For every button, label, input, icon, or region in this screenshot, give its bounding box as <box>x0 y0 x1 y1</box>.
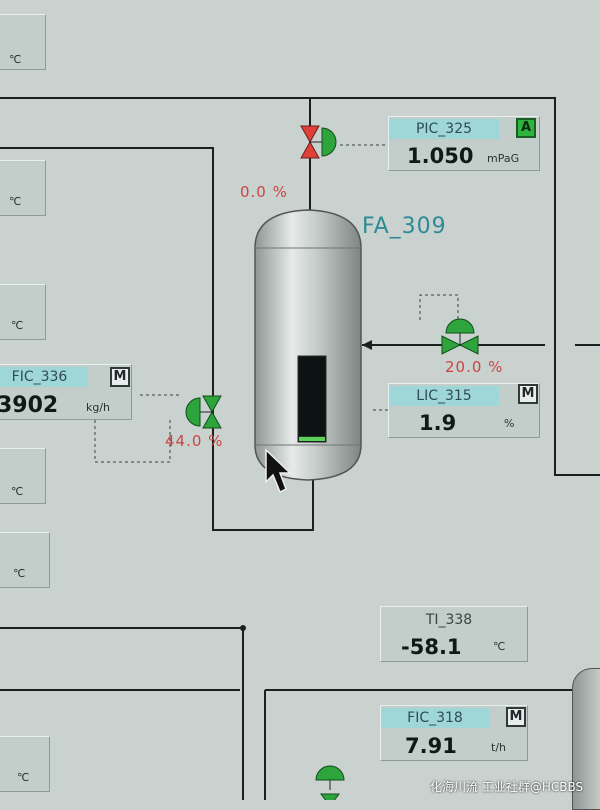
pic-325-mode-button[interactable]: A <box>516 118 536 138</box>
pic-325-unit: mPaG <box>487 152 520 165</box>
lic-315-tag: LIC_315 <box>389 386 499 406</box>
fic-318-faceplate[interactable]: FIC_318 7.91 t/h <box>380 705 528 761</box>
left-temp-box-6[interactable]: ℃ <box>0 736 50 792</box>
fic-336-tag: FIC_336 <box>0 367 88 387</box>
pic-325-faceplate[interactable]: PIC_325 1.050 mPaG <box>388 116 540 171</box>
fic-318-mode-button[interactable]: M <box>506 707 526 727</box>
fic-336-mode-button[interactable]: M <box>110 367 130 387</box>
valve-left-opening: 44.0 % <box>165 432 224 450</box>
lic-315-mode-button[interactable]: M <box>518 384 538 404</box>
pic-325-tag: PIC_325 <box>389 119 499 139</box>
ti-338-unit: ℃ <box>493 640 506 653</box>
fic-336-unit: kg/h <box>86 401 111 414</box>
ti-338-value: -58.1 <box>401 635 462 659</box>
lic-315-value: 1.9 <box>419 411 457 435</box>
left-temp-box-2[interactable]: ℃ <box>0 160 46 216</box>
valve-bottom <box>315 765 345 800</box>
ti-338-faceplate[interactable]: TI_338 -58.1 ℃ <box>380 606 528 662</box>
left-temp-unit-4: ℃ <box>11 485 24 498</box>
valve-right-opening: 20.0 % <box>445 358 504 376</box>
left-temp-box-1[interactable]: ℃ <box>0 14 46 70</box>
left-temp-unit-5: ℃ <box>13 567 26 580</box>
valve-left <box>185 395 222 429</box>
pic-325-value: 1.050 <box>407 144 474 168</box>
mouse-cursor <box>265 448 292 494</box>
fic-318-value: 7.91 <box>405 734 457 758</box>
pipes <box>0 97 600 800</box>
level-gauge <box>297 355 327 443</box>
pipe-junction <box>240 625 246 631</box>
left-temp-unit-3: ℃ <box>11 319 24 332</box>
signal-lines <box>94 144 459 463</box>
lic-315-faceplate[interactable]: LIC_315 1.9 % <box>388 383 540 438</box>
left-temp-unit-2: ℃ <box>9 195 22 208</box>
flow-arrow <box>362 340 372 350</box>
left-temp-box-4[interactable]: ℃ <box>0 448 46 504</box>
fic-336-value: 3902 <box>0 393 59 418</box>
vessel-name: FA_309 <box>362 214 447 239</box>
level-fill <box>299 436 325 441</box>
valve-top <box>300 125 337 159</box>
lic-315-unit: % <box>504 417 515 430</box>
fic-318-tag: FIC_318 <box>381 708 489 728</box>
left-temp-box-5[interactable]: ℃ <box>0 532 50 588</box>
fic-318-unit: t/h <box>491 741 506 754</box>
left-temp-unit-6: ℃ <box>17 771 30 784</box>
left-temp-unit-1: ℃ <box>9 53 22 66</box>
left-temp-box-3[interactable]: ℃ <box>0 284 46 340</box>
valve-right <box>441 318 479 355</box>
watermark: 化海川流·工业社群@HCBBS <box>430 780 584 794</box>
valve-top-opening: 0.0 % <box>240 183 288 201</box>
vessel-fa309 <box>254 209 362 481</box>
left-loop-pipe <box>0 147 314 531</box>
right-vessel-partial <box>572 668 600 810</box>
ti-338-tag: TI_338 <box>385 610 513 630</box>
top-pipe <box>0 97 600 476</box>
